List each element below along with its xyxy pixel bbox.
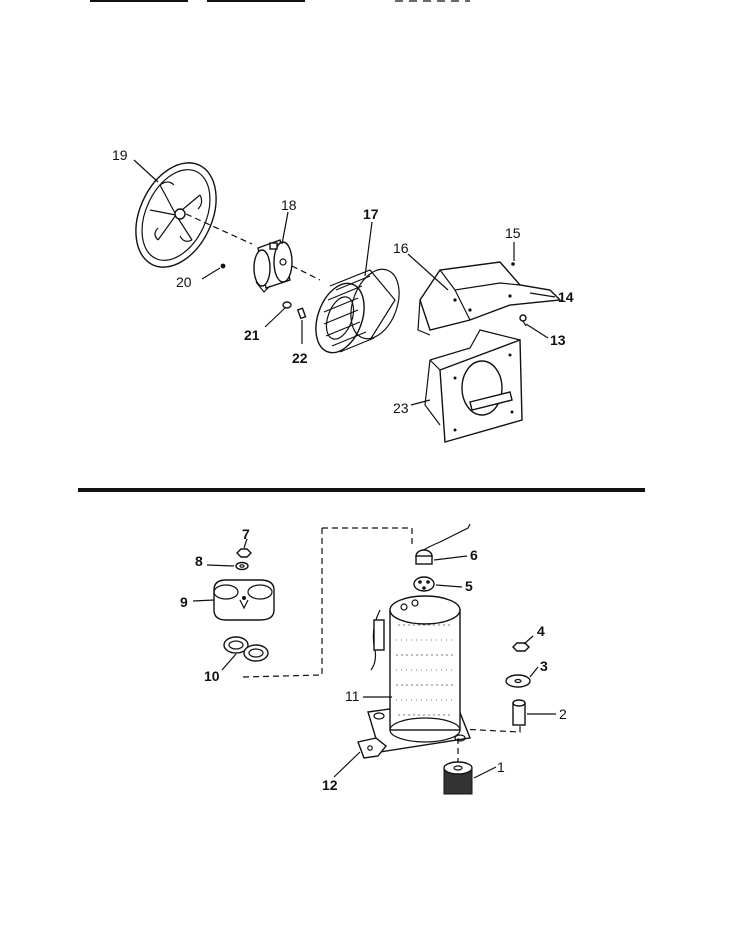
screw-20 <box>220 263 226 269</box>
grommet <box>443 738 473 795</box>
callout-11: 11 <box>345 688 360 704</box>
gasket <box>223 636 269 662</box>
washer-3 <box>505 674 531 688</box>
callout-10: 10 <box>204 668 220 684</box>
callout-9: 9 <box>180 594 188 610</box>
callout-6: 6 <box>470 547 478 563</box>
terminal-block <box>413 576 435 592</box>
callout-19: 19 <box>112 147 128 163</box>
fan-shroud <box>135 162 253 268</box>
lower-assembly: 7 8 9 10 6 5 4 3 2 11 12 1 <box>180 523 567 795</box>
callout-3: 3 <box>540 658 548 674</box>
callout-8: 8 <box>195 553 203 569</box>
callout-18: 18 <box>281 197 297 213</box>
callout-12: 12 <box>322 777 338 793</box>
callout-23: 23 <box>393 400 409 416</box>
callout-20: 20 <box>176 274 192 290</box>
callout-16: 16 <box>393 240 409 256</box>
callout-14: 14 <box>558 289 574 305</box>
terminal-cover <box>213 579 275 621</box>
callout-5: 5 <box>465 578 473 594</box>
callout-22: 22 <box>292 350 308 366</box>
callout-4: 4 <box>537 623 545 639</box>
callout-7: 7 <box>242 526 250 542</box>
upper-assembly: 19 18 17 16 15 14 13 20 21 22 23 <box>112 147 574 443</box>
sleeve-2 <box>512 699 526 726</box>
nut-7 <box>236 548 252 558</box>
blower-wheel <box>315 268 400 354</box>
overload <box>415 523 471 565</box>
callout-17: 17 <box>363 206 379 222</box>
callout-1: 1 <box>497 759 505 775</box>
assembly-dash-line <box>242 527 413 678</box>
blower-housing <box>424 329 523 443</box>
callout-15: 15 <box>505 225 521 241</box>
upper-leaders <box>133 159 556 406</box>
blower-motor <box>253 239 321 293</box>
callout-13: 13 <box>550 332 566 348</box>
callout-2: 2 <box>559 706 567 722</box>
nut-4 <box>512 642 530 652</box>
screw-13 <box>519 314 527 327</box>
assembly-dash-line-2 <box>439 720 521 733</box>
set-screw-22 <box>296 307 307 320</box>
lower-leaders <box>192 538 556 779</box>
washer-8 <box>235 561 249 571</box>
scroll-top <box>417 261 562 336</box>
callout-21: 21 <box>244 327 260 343</box>
screw-15 <box>511 262 515 266</box>
compressor <box>367 595 471 753</box>
bracket <box>357 737 387 759</box>
nut-21 <box>282 301 292 309</box>
